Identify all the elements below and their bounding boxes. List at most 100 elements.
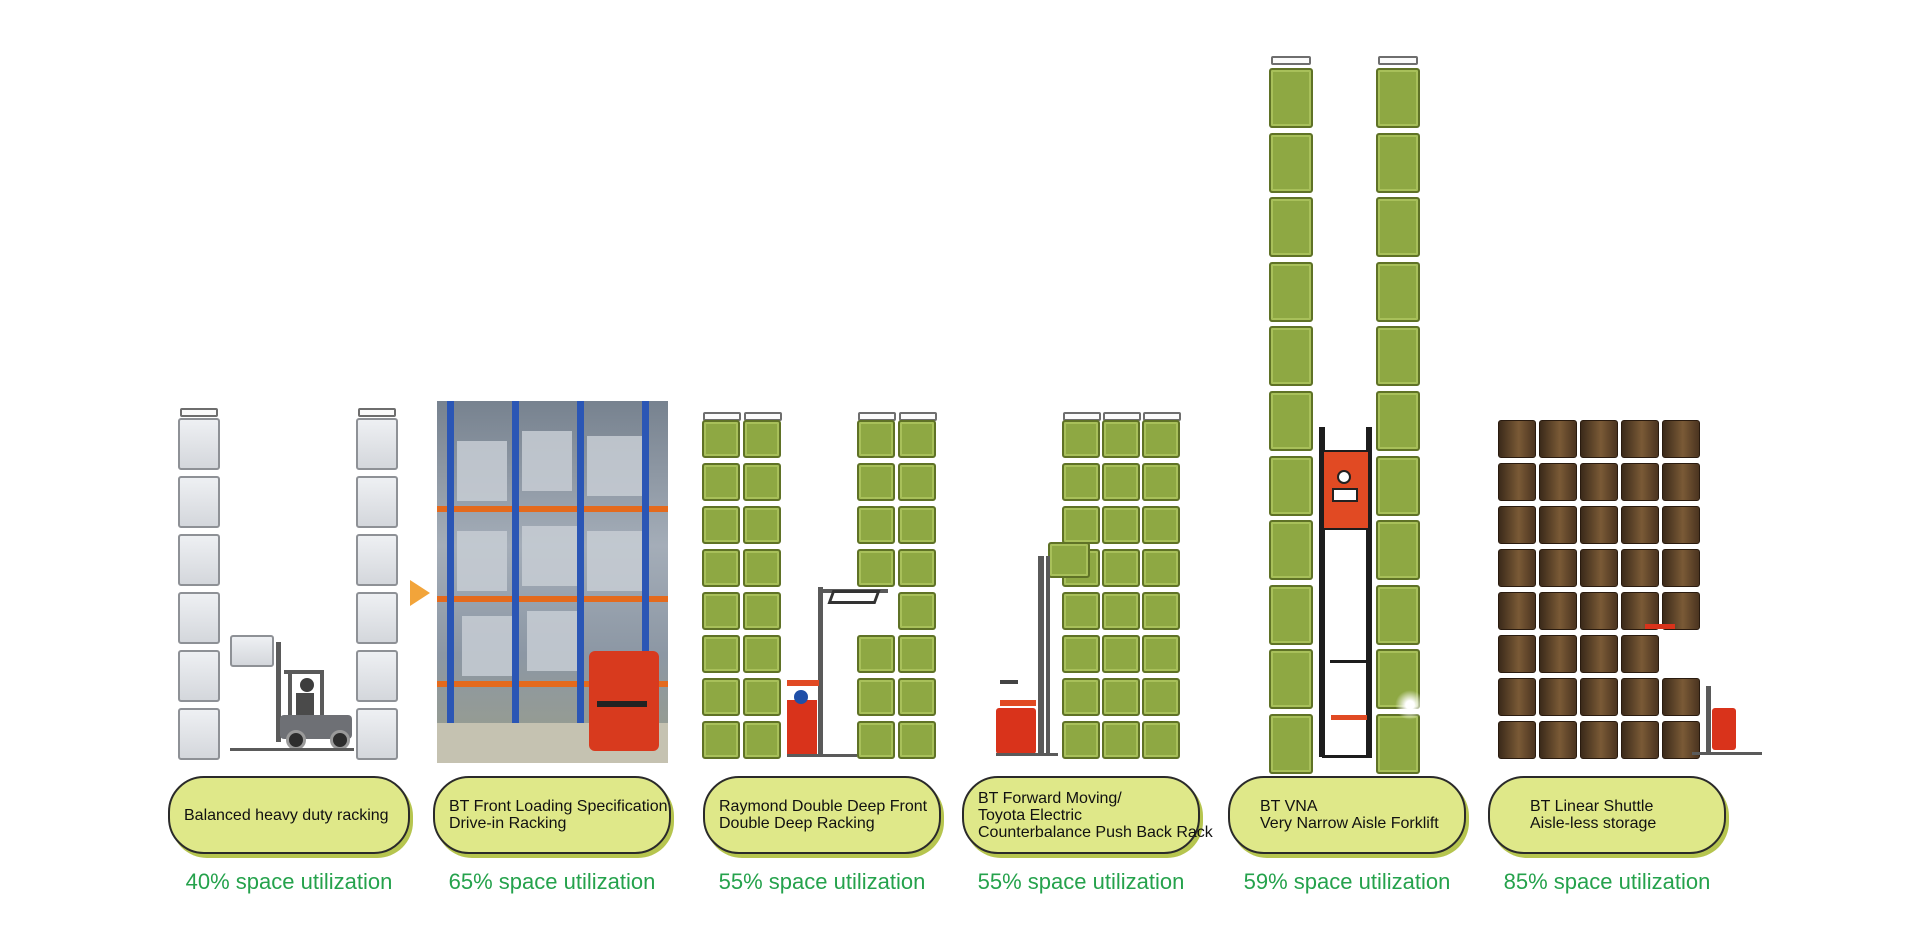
pallet-box	[702, 420, 740, 458]
pallet-box	[1498, 463, 1536, 501]
label-line: BT Linear Shuttle	[1530, 798, 1654, 815]
pallet-box	[1662, 549, 1700, 587]
pallet-box	[857, 463, 895, 501]
utilization-shuttle: 85% space utilization	[1503, 869, 1711, 894]
label-drive-in: BT Front Loading Specification Drive-in …	[433, 776, 671, 854]
pallet-box	[1621, 506, 1659, 544]
label-line: Drive-in Racking	[449, 815, 567, 832]
label-line: Raymond Double Deep Front	[719, 798, 928, 815]
pallet-box	[743, 420, 781, 458]
pallet-box	[1498, 506, 1536, 544]
pallet-box	[1102, 549, 1140, 587]
pallet-box	[1662, 506, 1700, 544]
label-vna: BT VNA Very Narrow Aisle Forklift	[1228, 776, 1466, 854]
pallet-box	[1269, 455, 1313, 516]
utilization-push-back: 55% space utilization	[977, 869, 1185, 894]
pallet-box	[1142, 463, 1180, 501]
label-line: Counterbalance Push Back Rack	[978, 823, 1213, 841]
pallet-box	[1580, 721, 1618, 759]
pallet-box	[1539, 420, 1577, 458]
pallet-box	[1662, 678, 1700, 716]
utilization-balanced: 40% space utilization	[185, 869, 393, 894]
pallet-box	[1580, 592, 1618, 630]
pallet-box	[1102, 420, 1140, 458]
pallet-box	[178, 476, 220, 528]
pallet-box	[1498, 635, 1536, 673]
pallet-box	[857, 420, 895, 458]
pallet-box	[1269, 520, 1313, 581]
label-double-deep: Raymond Double Deep Front Double Deep Ra…	[703, 776, 941, 854]
pallet-box	[702, 463, 740, 501]
label-balanced: Balanced heavy duty racking	[168, 776, 410, 854]
pallet-box	[743, 549, 781, 587]
pallet-box	[1376, 520, 1420, 581]
label-line: Toyota Electric	[978, 806, 1083, 824]
pallet-box	[1498, 549, 1536, 587]
pallet-box	[702, 592, 740, 630]
pallet-box	[1662, 592, 1700, 630]
pallet-box	[702, 635, 740, 673]
pallet-box	[1062, 592, 1100, 630]
arrow-right-icon	[410, 580, 430, 606]
pallet-box	[1498, 592, 1536, 630]
pallet-box	[702, 678, 740, 716]
pallet-box	[898, 721, 936, 759]
pallet-box	[178, 418, 220, 470]
pallet-box	[1376, 714, 1420, 774]
pallet-box	[1376, 68, 1420, 128]
drive-in-racking-photo	[437, 401, 668, 763]
label-line: Double Deep Racking	[719, 815, 875, 832]
label-line: BT Front Loading Specification	[449, 798, 668, 815]
label-line: BT VNA	[1260, 798, 1318, 815]
pallet-box	[1621, 721, 1659, 759]
pallet-box	[178, 650, 220, 702]
pallet-box	[743, 721, 781, 759]
pallet-box	[1621, 635, 1659, 673]
pallet-box	[1539, 463, 1577, 501]
pallet-box	[898, 463, 936, 501]
pallet-box	[702, 721, 740, 759]
pallet-box	[1539, 721, 1577, 759]
pallet-box	[1269, 584, 1313, 645]
pallet-box	[1269, 326, 1313, 387]
pallet-box	[1142, 420, 1180, 458]
pallet-box	[1269, 132, 1313, 193]
pallet-box	[1269, 649, 1313, 710]
pallet-box	[702, 506, 740, 544]
pallet-box	[1102, 635, 1140, 673]
rack-top-cap	[180, 408, 218, 417]
pallet-box	[1662, 463, 1700, 501]
pallet-box	[1102, 592, 1140, 630]
pallet-box	[1376, 455, 1420, 516]
label-line: Aisle-less storage	[1530, 815, 1657, 832]
label-line: Balanced heavy duty racking	[184, 806, 389, 824]
pallet-box	[1142, 721, 1180, 759]
pallet-box	[1102, 506, 1140, 544]
pallet-box	[743, 635, 781, 673]
pallet-box	[1498, 721, 1536, 759]
pallet-box	[1580, 635, 1618, 673]
utilization-vna: 59% space utilization	[1243, 869, 1451, 894]
pallet-box	[356, 592, 398, 644]
pallet-box	[1580, 678, 1618, 716]
pallet-box	[1142, 635, 1180, 673]
pallet-box	[1142, 592, 1180, 630]
pallet-box	[1580, 420, 1618, 458]
pallet-box	[1539, 549, 1577, 587]
pallet-box	[1376, 197, 1420, 258]
pallet-box	[1062, 678, 1100, 716]
pallet-box	[1580, 549, 1618, 587]
pallet-box	[356, 534, 398, 586]
pallet-box	[1102, 678, 1140, 716]
pallet-box	[1142, 549, 1180, 587]
pallet-box	[857, 635, 895, 673]
pallet-box	[1376, 391, 1420, 451]
pallet-box	[1269, 68, 1313, 128]
carried-pallet	[230, 635, 274, 667]
pallet-box	[857, 721, 895, 759]
pallet-box	[702, 549, 740, 587]
pallet-box	[743, 506, 781, 544]
pallet-box	[1621, 463, 1659, 501]
pallet-box	[898, 506, 936, 544]
utilization-double-deep: 55% space utilization	[718, 869, 926, 894]
